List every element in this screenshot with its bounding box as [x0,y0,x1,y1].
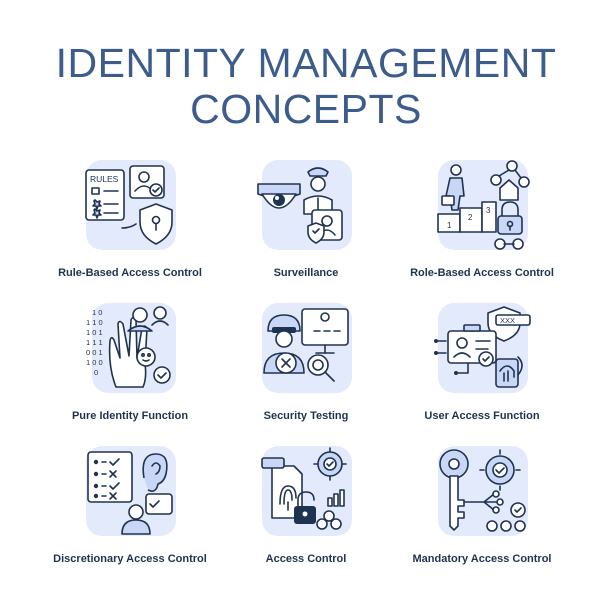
concept-label: Discretionary Access Control [53,552,207,565]
concept-label: Security Testing [263,409,349,422]
concept-access-control: Access Control [218,438,394,581]
podium-2: 2 [468,213,473,222]
concept-label: Role-Based Access Control [410,266,554,279]
concept-grid: RULES Rule-Ba [42,152,570,581]
id-card-shield-fingerprint-icon: XXX [434,301,531,397]
binary-row-4: 1 1 1 [86,338,103,347]
page-title: IDENTITY MANAGEMENT CONCEPTS [0,40,612,132]
hacker-monitor-magnifier-icon [258,301,354,397]
binary-row-7: 0 [94,368,98,377]
concept-role-based-access-control: 1 2 3 Role-Base [394,152,570,295]
concept-label: Pure Identity Function [71,409,189,422]
rules-text: RULES [90,174,119,184]
binary-row-2: 1 1 0 [86,318,103,327]
concept-label: Access Control [265,552,347,565]
concept-label: Rule-Based Access Control [58,266,202,279]
page-title-line-2: CONCEPTS [190,86,422,132]
concept-label: User Access Function [424,409,540,422]
cctv-camera-guard-icon [257,158,354,254]
page-title-line-1: IDENTITY MANAGEMENT [55,40,557,86]
concept-pure-identity-function: 1 0 1 1 0 1 0 1 1 1 1 0 0 1 1 0 0 0 [42,295,218,438]
fingerprint-padlock-gear-icon [258,444,354,540]
concept-user-access-function: XXX [394,295,570,438]
rules-clipboard-user-shield-icon: RULES [82,158,178,254]
concept-surveillance: Surveillance [218,152,394,295]
concept-label: Surveillance [273,266,339,279]
binary-row-1: 1 0 [92,308,102,317]
concept-discretionary-access-control: Discretionary Access Control [42,438,218,581]
checklist-ear-user-icon [82,444,178,540]
binary-hand-faces-icon: 1 0 1 1 0 1 0 1 1 1 1 0 0 1 1 0 0 0 [82,301,178,397]
binary-row-3: 1 0 1 [86,328,103,337]
binary-row-6: 1 0 0 [86,358,103,367]
concept-label: Mandatory Access Control [412,552,552,565]
podium-3: 3 [486,206,491,215]
podium-1: 1 [447,221,452,230]
password-mask: XXX [500,316,515,325]
binary-row-5: 0 0 1 [86,348,103,357]
concept-security-testing: Security Testing [218,295,394,438]
podium-hierarchy-lock-icon: 1 2 3 [434,158,530,254]
concept-rule-based-access-control: RULES Rule-Ba [42,152,218,295]
key-network-gear-icon [434,444,530,540]
concept-mandatory-access-control: Mandatory Access Control [394,438,570,581]
